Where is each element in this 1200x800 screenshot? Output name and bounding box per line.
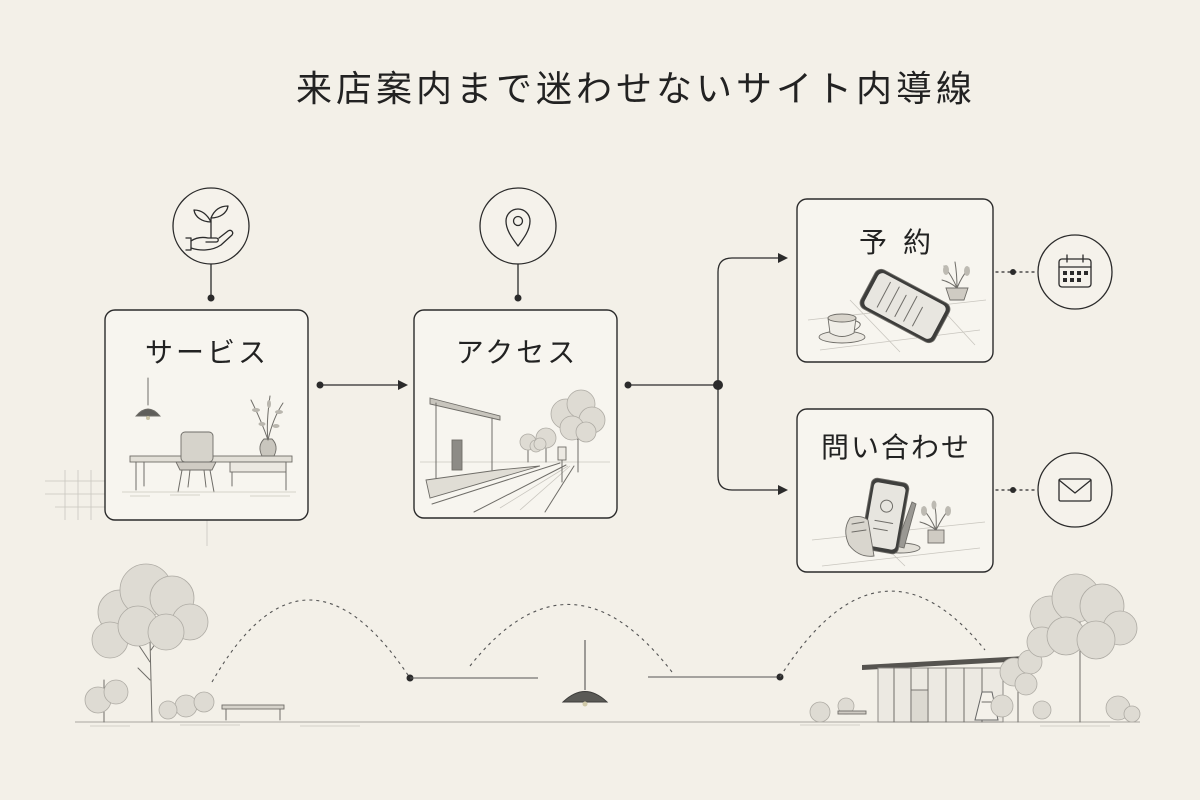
node-access: アクセス bbox=[413, 187, 618, 519]
node-label-reservation: 予約 bbox=[859, 226, 947, 259]
inquiry-connector bbox=[995, 487, 1037, 493]
phone-coffee-illustration bbox=[807, 261, 987, 353]
station-road-illustration bbox=[420, 389, 610, 513]
node-label-service: サービス bbox=[145, 336, 269, 369]
dashed-arc-1 bbox=[211, 599, 411, 683]
node-inquiry: 問い合わせ bbox=[796, 408, 994, 573]
node-label-access: アクセス bbox=[456, 336, 579, 369]
tree-right bbox=[990, 573, 1141, 723]
office-desk-illustration bbox=[122, 377, 296, 497]
node-service: サービス bbox=[104, 187, 309, 521]
arrow-access-to-inquiry bbox=[717, 384, 781, 491]
dashed-arc-2 bbox=[469, 603, 673, 673]
dashed-arc-3 bbox=[779, 590, 986, 678]
arrow-service-to-access bbox=[316, 380, 408, 390]
mail-icon bbox=[1037, 452, 1113, 528]
diagram-title: 来店案内まで迷わせないサイト内導線 bbox=[296, 69, 976, 110]
shop-building bbox=[809, 656, 1026, 723]
node-label-inquiry: 問い合わせ bbox=[821, 431, 971, 464]
bench bbox=[221, 704, 285, 721]
reservation-connector bbox=[995, 269, 1037, 275]
branch-connector bbox=[624, 253, 788, 495]
landscape-decoration bbox=[75, 563, 1141, 727]
node-box-access bbox=[413, 309, 618, 519]
pendant-lamp bbox=[561, 640, 609, 707]
location-pin-icon bbox=[479, 187, 557, 265]
calendar-icon bbox=[1037, 234, 1113, 310]
hand-phone-illustration bbox=[811, 477, 986, 567]
decorative-grid bbox=[45, 470, 208, 546]
plant-in-hand-icon bbox=[172, 187, 250, 265]
arrow-access-to-reservation bbox=[717, 257, 781, 386]
node-reservation: 予約 bbox=[796, 198, 994, 363]
tree-left bbox=[84, 563, 215, 723]
